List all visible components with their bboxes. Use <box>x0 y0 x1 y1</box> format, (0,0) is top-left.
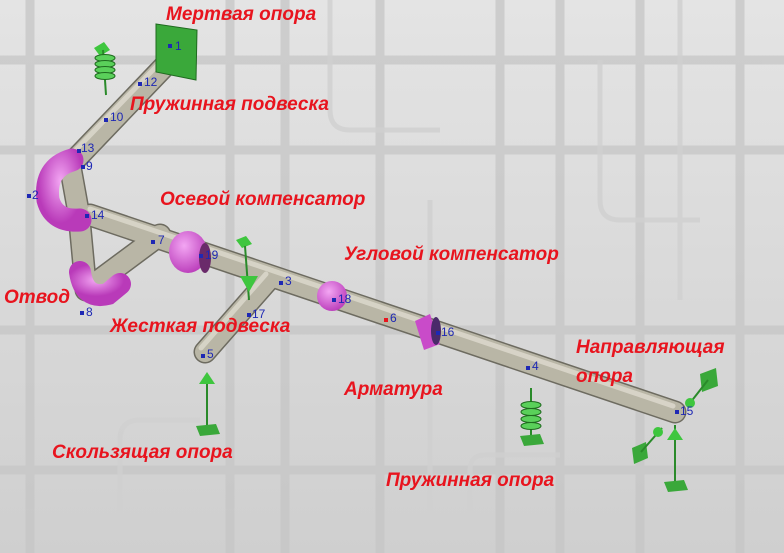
label-bend: Отвод <box>4 287 70 308</box>
node-10: 10 <box>110 110 124 124</box>
node-6: 6 <box>390 311 397 325</box>
dead-support-icon <box>155 23 198 81</box>
node-12: 12 <box>144 75 158 89</box>
node-3: 3 <box>285 274 292 288</box>
fittings <box>36 148 441 350</box>
node-1: 1 <box>175 39 182 53</box>
node-19: 19 <box>205 248 219 262</box>
node-9: 9 <box>86 159 93 173</box>
node-8: 8 <box>86 305 93 319</box>
supports <box>94 23 718 492</box>
node-18: 18 <box>338 292 352 306</box>
node-4: 4 <box>532 359 539 373</box>
bend-upper-elbow <box>36 148 92 232</box>
node-2: 2 <box>32 188 39 202</box>
label-valve: Арматура <box>343 379 443 400</box>
node-markers: 1 12 10 13 9 2 14 7 19 3 18 17 6 16 8 5 … <box>27 39 694 418</box>
node-17: 17 <box>252 307 266 321</box>
guide-support-icon <box>632 368 718 492</box>
axial-compensator <box>169 231 207 273</box>
label-angular-compensator: Угловой компенсатор <box>344 244 559 265</box>
label-axial-compensator: Осевой компенсатор <box>160 189 365 210</box>
callout-labels: Мертвая опора Пружинная подвеска Осевой … <box>4 4 725 491</box>
label-guide-support-line2: опора <box>576 366 633 387</box>
spring-support-icon <box>520 388 544 446</box>
label-spring-support: Пружинная опора <box>386 470 555 491</box>
rigid-hanger-icon <box>236 236 258 301</box>
label-guide-support-line1: Направляющая <box>576 337 725 358</box>
label-rigid-hanger: Жесткая подвеска <box>109 316 291 337</box>
node-7: 7 <box>158 233 165 247</box>
node-14: 14 <box>91 208 105 222</box>
label-sliding-support: Скользящая опора <box>52 442 233 463</box>
node-15: 15 <box>680 404 694 418</box>
sliding-support-icon <box>196 372 220 436</box>
label-spring-hanger: Пружинная подвеска <box>130 94 329 115</box>
bend-lower-elbow <box>69 261 131 306</box>
node-13: 13 <box>81 141 95 155</box>
node-16: 16 <box>441 325 455 339</box>
spring-hanger-icon <box>94 42 116 96</box>
label-dead-support: Мертвая опора <box>166 4 317 25</box>
angular-compensator <box>317 281 347 311</box>
node-5: 5 <box>207 347 214 361</box>
